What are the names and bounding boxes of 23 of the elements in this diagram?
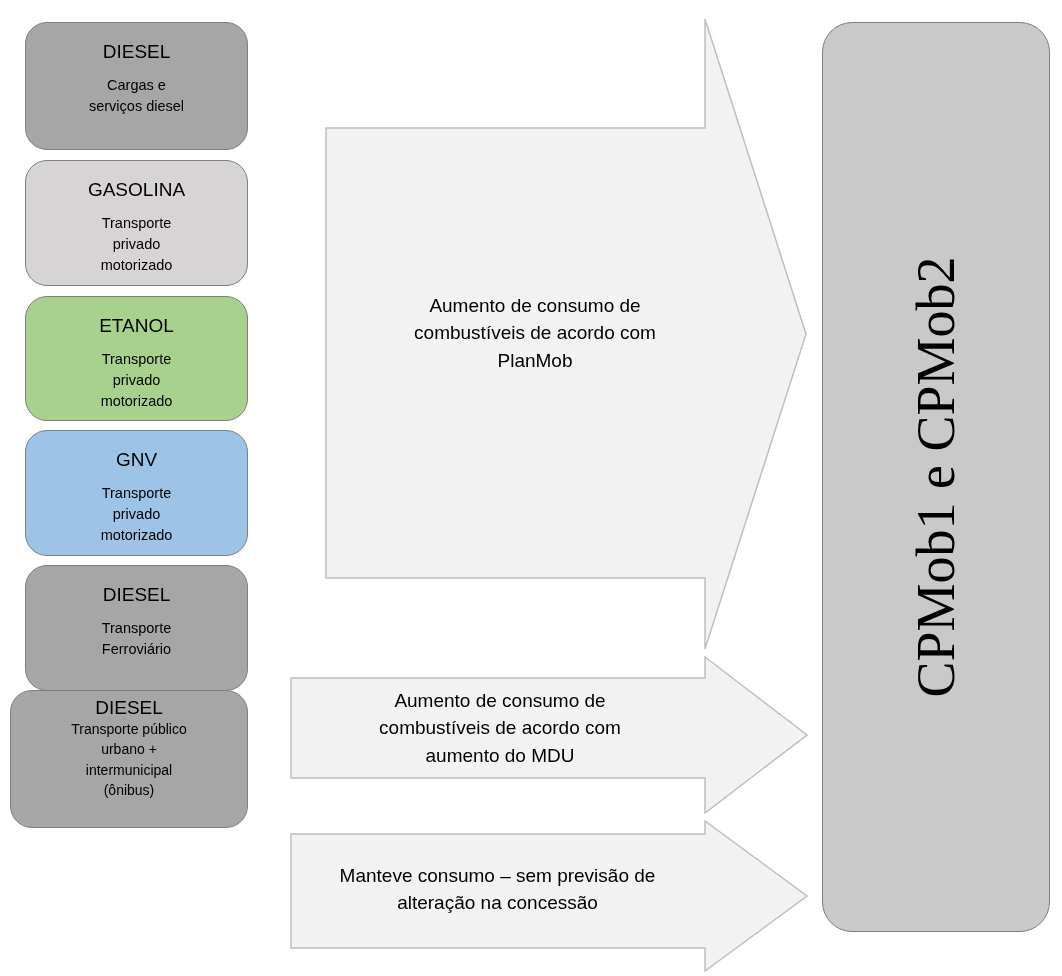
fuel-title: DIESEL (95, 697, 163, 719)
fuel-title: DIESEL (102, 584, 171, 606)
fuel-title: ETANOL (99, 315, 174, 337)
fuel-box (10, 690, 248, 828)
banner-text: Aumento de consumo de combustíveis de acordo com PlanMob (413, 293, 657, 373)
banner-text: Manteve consumo – sem previsão de alteração na concessão (338, 863, 657, 916)
fuel-description: Transporte privado motorizado (99, 484, 174, 546)
banner-text: Aumento de consumo de combustíveis de acordo com aumento do MDU (378, 688, 622, 768)
fuel-description: Transporte público urbano + intermunicipal (ônibus) (70, 720, 188, 800)
fuel-box (25, 430, 248, 556)
fuel-box (25, 565, 248, 691)
fuel-title: GASOLINA (87, 179, 186, 201)
fuel-box (25, 160, 248, 286)
fuel-title: GNV (115, 449, 158, 471)
vertical-title: CPMob1 e CPMob2 (905, 256, 967, 698)
fuel-description: Transporte privado motorizado (99, 214, 174, 276)
fuel-box (25, 296, 248, 421)
fuel-description: Cargas e serviços diesel (87, 76, 186, 116)
result-panel (822, 22, 1050, 932)
fuel-description: Transporte privado motorizado (99, 350, 174, 412)
fuel-title: DIESEL (102, 41, 171, 63)
fuel-box (25, 22, 248, 150)
fuel-description: Transporte Ferroviário (100, 619, 173, 659)
